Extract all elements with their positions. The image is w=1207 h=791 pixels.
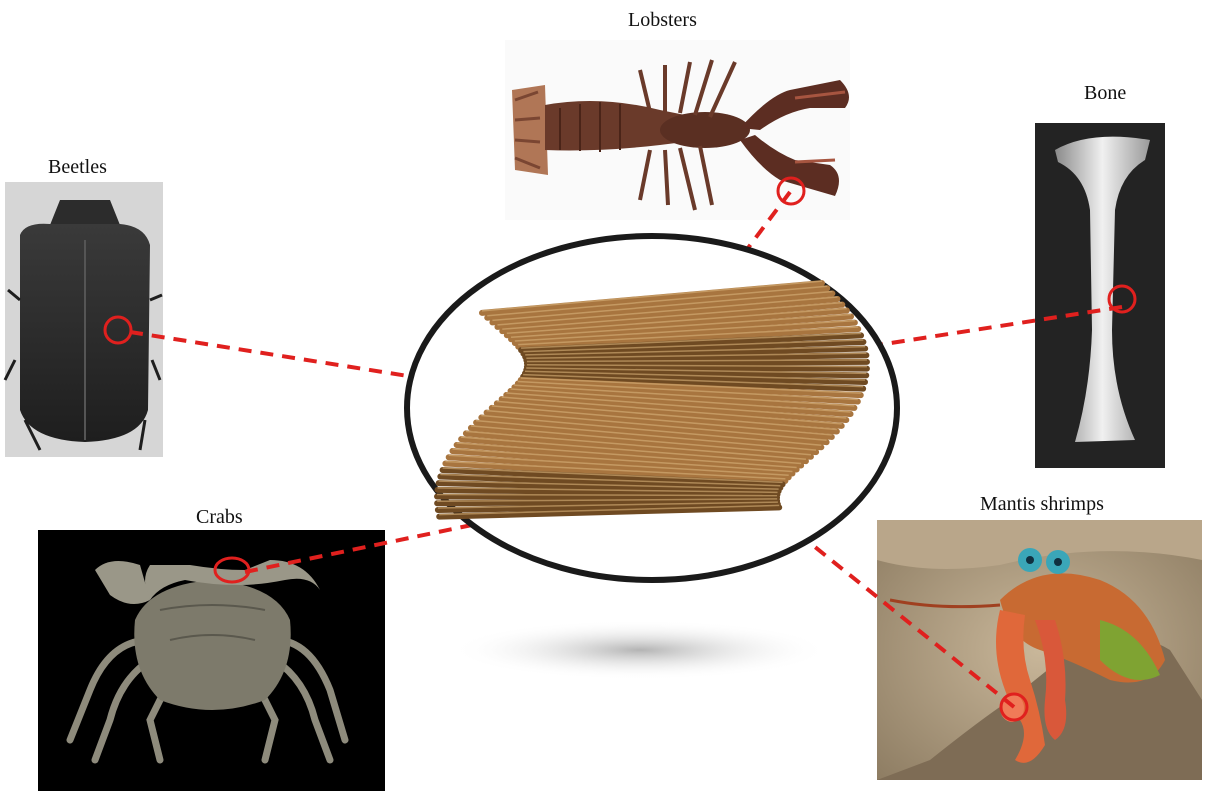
lobster-image <box>505 40 850 220</box>
floor-shadow <box>450 620 830 680</box>
fiber-layer <box>437 497 777 498</box>
bone-image <box>1035 123 1165 468</box>
crab-image <box>38 530 385 791</box>
connector-beetle <box>130 332 408 376</box>
mantis-shrimp-image <box>877 520 1202 780</box>
beetle-image <box>5 182 163 457</box>
fiber-layer <box>527 362 867 364</box>
